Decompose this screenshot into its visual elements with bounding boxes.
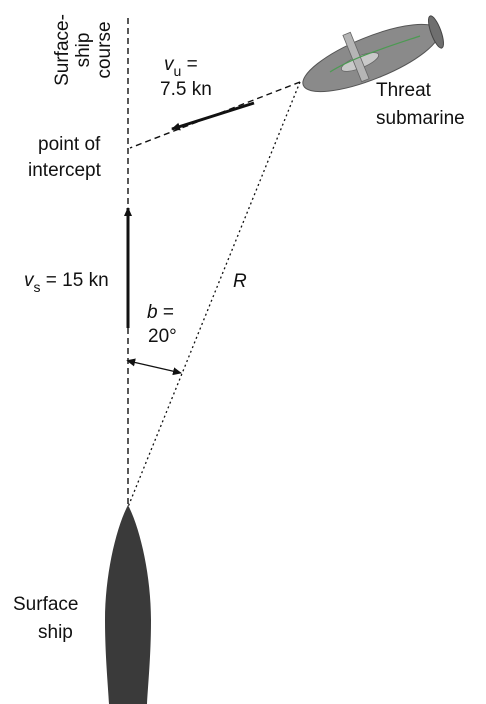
range-line	[127, 81, 301, 508]
intercept-label-line2: intercept	[28, 160, 102, 181]
bearing-value: 20°	[148, 326, 177, 347]
course-label-line3: course	[94, 21, 115, 78]
ship-label-line1: Surface	[13, 594, 78, 615]
bearing-label: b =	[147, 302, 174, 323]
surface-ship	[105, 505, 151, 704]
course-label-line1: Surface-	[52, 14, 73, 86]
ship-speed-label: vs = 15 kn	[24, 270, 109, 295]
submarine-speed-label: vu =	[164, 54, 198, 79]
course-label-line2: ship	[73, 33, 94, 68]
ship-label-line2: ship	[38, 622, 73, 643]
threat-submarine	[302, 15, 444, 93]
threat-label-line2: submarine	[376, 108, 465, 129]
bearing-angle-arrow	[126, 358, 182, 376]
submarine-velocity-arrow	[171, 101, 255, 131]
threat-label-line1: Threat	[376, 80, 432, 101]
submarine-speed-value: 7.5 kn	[160, 79, 212, 100]
range-label: R	[233, 271, 247, 292]
intercept-label-line1: point of	[38, 134, 101, 155]
